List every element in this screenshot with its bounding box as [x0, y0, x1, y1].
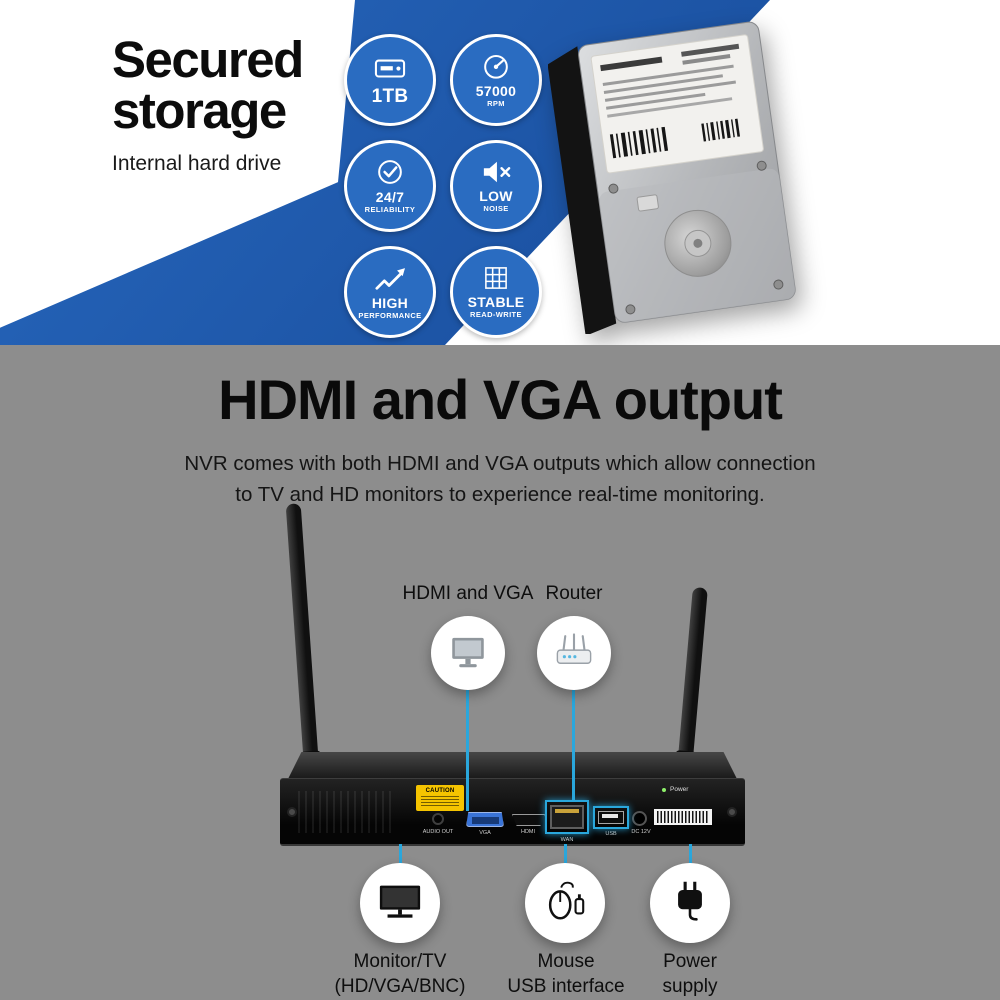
nvr-top-face: [288, 752, 737, 779]
badge-performance: HIGH PERFORMANCE: [344, 246, 436, 338]
nvr-diagram: CAUTION Power AUDIO OUT VGA HDMI WAN USB…: [0, 345, 1000, 1000]
harddrive-icon: [373, 54, 407, 87]
callout-label-power: Power supply: [663, 950, 718, 999]
callout-label-monitor-tv: Monitor/TV (HD/VGA/BNC): [335, 950, 466, 999]
power-connector-line: [689, 844, 692, 866]
monitor-tv-line2: (HD/VGA/BNC): [334, 975, 466, 997]
badge-performance-label: HIGH: [371, 295, 409, 312]
mouse-line2: USB interface: [507, 975, 625, 997]
antenna-rod: [678, 586, 708, 756]
hdmi-vga-connector-line: [466, 690, 469, 811]
caution-sticker: CAUTION: [416, 785, 464, 811]
badge-noise: LOW NOISE: [450, 140, 542, 232]
mute-speaker-icon: [479, 158, 513, 189]
growth-chart-icon: [373, 263, 407, 296]
wan-ethernet-port: [550, 805, 584, 829]
callout-circle-mouse: [525, 863, 605, 943]
callout-circle-monitor-tv: [360, 863, 440, 943]
badge-readwrite-sublabel: READ-WRITE: [470, 309, 522, 319]
section-title: HDMI and VGA output: [218, 368, 783, 431]
screw-icon: [287, 807, 297, 817]
usb-highlight-box: [593, 806, 629, 829]
badge-readwrite: STABLE READ-WRITE: [450, 246, 542, 338]
dc-label: DC 12V: [631, 829, 651, 835]
top-subtitle: Internal hard drive: [112, 152, 282, 175]
wan-label: WAN: [560, 837, 574, 843]
badge-noise-label: LOW: [479, 188, 513, 205]
usb-label: USB: [605, 831, 617, 837]
router-connector-line: [572, 690, 575, 800]
audio-out-jack: [432, 813, 444, 825]
router-icon: [553, 630, 595, 677]
feature-badges: 1TB 57000 RPM 24/7 RELIABILI: [344, 34, 542, 338]
badge-reliability-label: 24/7: [375, 189, 405, 206]
badge-readwrite-label: STABLE: [467, 294, 525, 311]
mouse-icon: [542, 878, 588, 929]
tv-icon: [377, 878, 423, 929]
hard-drive-photo: [547, 14, 800, 339]
description-line1: NVR comes with both HDMI and VGA outputs…: [184, 452, 816, 475]
badge-rpm: 57000 RPM: [450, 34, 542, 126]
description-line2: to TV and HD monitors to experience real…: [235, 482, 765, 506]
secured-storage-section: Secured storage Internal hard drive 1TB: [0, 0, 1000, 345]
badge-performance-sublabel: PERFORMANCE: [358, 310, 422, 320]
power-label: Power: [670, 786, 689, 793]
dc-power-jack: [632, 811, 647, 826]
top-title-line1: Secured: [112, 31, 304, 88]
audio-out-label: AUDIO OUT: [422, 829, 454, 835]
speedometer-icon: [480, 51, 512, 84]
monitor-tv-line1: Monitor/TV: [353, 951, 447, 972]
top-title-line2: storage: [112, 82, 287, 139]
check-circle-icon: [374, 157, 406, 190]
power-line1: Power: [663, 951, 717, 972]
mouse-connector-line: [564, 844, 567, 866]
badge-rpm-sublabel: RPM: [487, 98, 505, 108]
callout-label-hdmi-vga: HDMI and VGA: [402, 583, 534, 604]
caution-label: CAUTION: [425, 788, 455, 794]
antenna-rod: [285, 503, 319, 756]
callout-label-router: Router: [545, 583, 603, 604]
section-description: NVR comes with both HDMI and VGA outputs…: [0, 449, 1000, 511]
wan-highlight-box: [545, 800, 589, 834]
badge-reliability: 24/7 RELIABILITY: [344, 140, 436, 232]
caution-fine-print: [421, 796, 459, 808]
callout-circle-power: [650, 863, 730, 943]
screw-icon: [727, 807, 737, 817]
monitor-tv-connector-line: [399, 844, 402, 866]
monitor-icon: [447, 630, 489, 677]
top-title-block: Secured storage Internal hard drive: [112, 31, 304, 176]
badge-noise-sublabel: NOISE: [483, 203, 509, 213]
wifi-antenna-left: [285, 503, 323, 782]
power-led: [662, 788, 666, 792]
badge-capacity: 1TB: [344, 34, 436, 126]
power-adapter-icon: [668, 878, 712, 929]
usb-port: [598, 811, 624, 824]
callout-circle-hdmi-vga: [431, 616, 505, 690]
vent-grille: [298, 791, 394, 833]
grid-icon: [481, 264, 511, 295]
badge-reliability-sublabel: RELIABILITY: [364, 204, 416, 214]
hdmi-vga-section: HDMI and VGA output NVR comes with both …: [0, 345, 1000, 1000]
barcode-sticker: [654, 809, 712, 825]
mouse-line1: Mouse: [537, 951, 595, 972]
hdmi-label: HDMI: [520, 829, 536, 835]
badge-capacity-label: 1TB: [371, 85, 409, 107]
vga-label: VGA: [479, 830, 491, 836]
nvr-rear-panel: CAUTION Power AUDIO OUT VGA HDMI WAN USB…: [280, 778, 745, 846]
hdmi-port: [512, 814, 545, 826]
badge-rpm-label: 57000: [475, 83, 517, 100]
power-line2: supply: [662, 975, 718, 997]
callout-label-mouse: Mouse USB interface: [507, 950, 624, 999]
vga-port: [466, 812, 504, 827]
callout-circle-router: [537, 616, 611, 690]
